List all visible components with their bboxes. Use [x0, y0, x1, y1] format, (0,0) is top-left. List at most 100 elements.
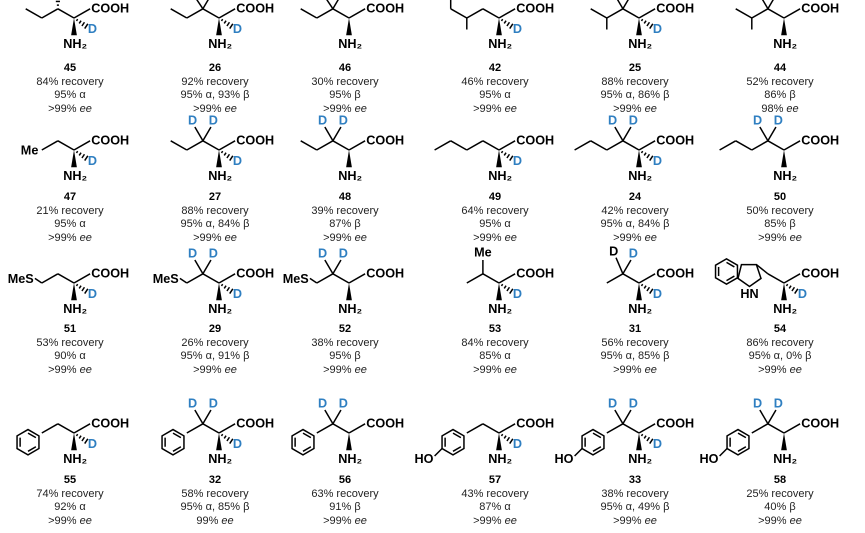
- cooh-label: COOH: [91, 266, 129, 280]
- compound-entry: 46 30% recovery 95% β >99% ee: [275, 62, 415, 116]
- hash-bond: [226, 286, 231, 292]
- ee-unit: ee: [644, 363, 657, 376]
- bond: [202, 8, 220, 19]
- alpha-deuterium-label: D: [653, 437, 662, 451]
- cooh-label: COOH: [656, 416, 694, 430]
- bond: [482, 273, 500, 284]
- hash-bond: [509, 288, 514, 294]
- ee-value: >99%: [193, 102, 222, 115]
- compound-entry: 32 58% recovery 95% α, 85% β 99% ee: [145, 474, 285, 528]
- ee-unit: ee: [504, 231, 517, 244]
- aromatic-bond: [592, 432, 602, 439]
- compound-entry: 53 84% recovery 85% α >99% ee: [425, 323, 565, 377]
- bond: [316, 423, 334, 434]
- nh2-label: NH₂: [63, 452, 87, 466]
- hash-bond: [791, 286, 796, 292]
- hash-bond: [646, 286, 651, 292]
- bond: [719, 140, 737, 151]
- bond: [332, 259, 342, 275]
- bond: [466, 140, 484, 151]
- compound-number: 48: [338, 191, 352, 203]
- ee-value: >99%: [323, 363, 352, 376]
- hash-bond: [643, 285, 647, 289]
- bond: [735, 8, 753, 19]
- hash-bond: [509, 23, 514, 29]
- bond: [759, 409, 769, 425]
- bond: [300, 8, 318, 19]
- deuterium-incorporation: 95% β: [329, 89, 361, 101]
- nh2-label: NH₂: [488, 169, 512, 183]
- ee-unit: ee: [224, 363, 237, 376]
- bond: [41, 140, 59, 151]
- methyl-label: Me: [474, 246, 492, 260]
- bond: [719, 447, 728, 457]
- hash-bond: [220, 433, 224, 437]
- bond: [574, 140, 592, 151]
- bond: [324, 259, 334, 275]
- aromatic-bond: [27, 432, 37, 439]
- recovery-text: 50% recovery: [746, 204, 814, 217]
- cooh-label: COOH: [236, 416, 274, 430]
- benzene-ring: [161, 428, 185, 456]
- compound-entry: 25 88% recovery 95% α, 86% β >99% ee: [565, 62, 705, 116]
- aromatic-bond: [726, 275, 735, 282]
- ee-text: >99% ee: [145, 232, 285, 246]
- compound-number: 25: [628, 62, 642, 74]
- hash-bond: [646, 21, 651, 27]
- ee-unit: ee: [644, 231, 657, 244]
- hash-bond: [78, 152, 82, 156]
- ee-value: >99%: [323, 514, 352, 527]
- cooh-label: COOH: [516, 266, 554, 280]
- cooh-label: COOH: [516, 133, 554, 147]
- compound-entry: 49 64% recovery 95% α >99% ee: [425, 191, 565, 245]
- hash-bond: [84, 23, 89, 29]
- bond: [622, 409, 632, 425]
- bond: [332, 409, 342, 425]
- ee-value: >99%: [48, 102, 77, 115]
- compound-number: 52: [338, 323, 352, 335]
- deuterium-incorporation: 85% β: [764, 218, 796, 230]
- beta-deuterium-label: D: [629, 247, 638, 261]
- bond: [466, 273, 484, 284]
- ee-value: >99%: [758, 514, 787, 527]
- wedge-bond: [346, 18, 352, 36]
- ee-unit: ee: [789, 231, 802, 244]
- compound-number: 50: [773, 191, 787, 203]
- cooh-label: COOH: [91, 133, 129, 147]
- compound-entry: 58 25% recovery 40% β >99% ee: [710, 474, 850, 528]
- ee-text: >99% ee: [145, 103, 285, 117]
- bond: [186, 140, 204, 151]
- compound-entry: 50 50% recovery 85% β >99% ee: [710, 191, 850, 245]
- ee-unit: ee: [354, 102, 367, 115]
- compound-number: 51: [63, 323, 77, 335]
- ee-value: >99%: [193, 363, 222, 376]
- hash-bond: [649, 438, 654, 444]
- nh2-label: NH₂: [63, 37, 87, 51]
- recovery-text: 30% recovery: [311, 75, 379, 88]
- bond: [25, 8, 43, 19]
- compound-number: 44: [773, 62, 787, 74]
- ee-value: 98%: [761, 102, 784, 115]
- beta-deuterium-label: D: [608, 114, 617, 128]
- bond: [614, 409, 624, 425]
- hash-bond: [649, 23, 654, 29]
- ee-text: >99% ee: [275, 232, 415, 246]
- hash-bond: [220, 283, 224, 287]
- hash-bond: [223, 20, 227, 24]
- bond: [606, 273, 624, 284]
- cooh-label: COOH: [366, 416, 404, 430]
- ee-unit: ee: [504, 102, 517, 115]
- hash-bond: [640, 433, 644, 437]
- hydroxyl-label: HO: [554, 452, 573, 466]
- deuterium-incorporation: 87% α: [479, 501, 511, 513]
- bond: [638, 273, 656, 284]
- deuterium-incorporation: 92% α: [54, 501, 86, 513]
